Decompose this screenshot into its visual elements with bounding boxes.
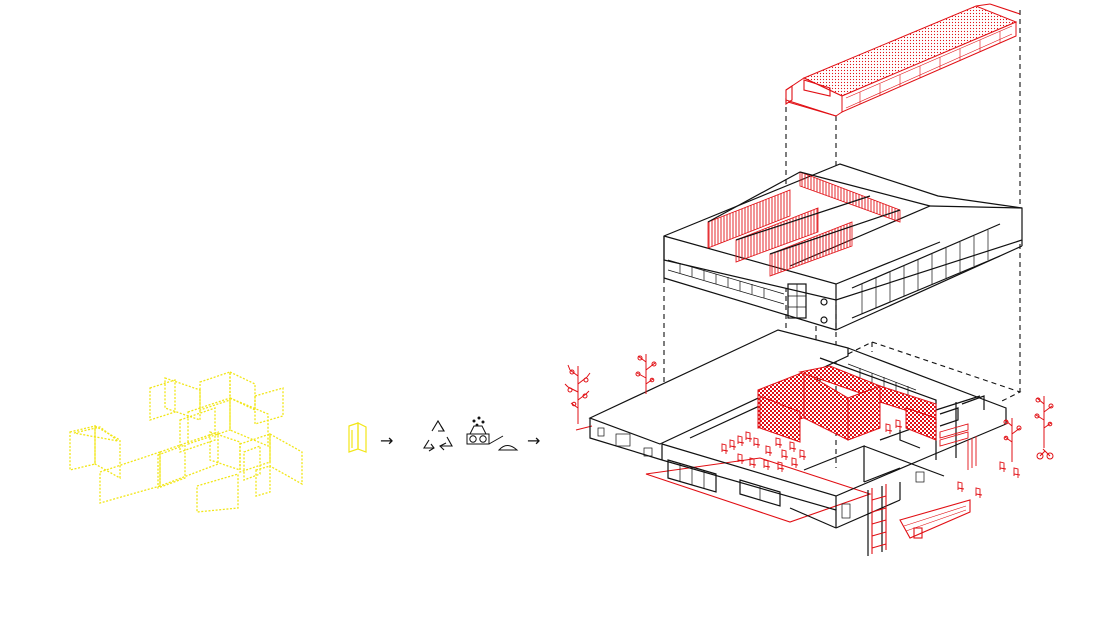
exterior-stair	[867, 484, 923, 556]
bicycle-icon	[1036, 448, 1054, 460]
yellow-wall-panel	[149, 370, 256, 421]
roof-extension-module	[785, 3, 1021, 117]
roof-window-strip	[845, 25, 1013, 109]
yellow-wall-panel	[179, 397, 269, 471]
yellow-wall-panel	[99, 431, 219, 504]
ground-floor-volume	[575, 329, 1021, 556]
yellow-wall-panel	[196, 473, 239, 513]
upper-window-band	[667, 259, 785, 305]
trees	[564, 354, 1054, 462]
yellow-wall-panel	[239, 387, 303, 497]
process-sequence: → →	[348, 416, 540, 453]
process-arrow: →	[527, 431, 540, 450]
red-brick-walls	[757, 365, 937, 443]
upper-floor-volume	[663, 163, 1023, 331]
tree-icon	[564, 364, 591, 424]
crusher-machine-icon	[466, 416, 519, 451]
door-panel-icon	[348, 422, 367, 453]
tree-icon	[1034, 396, 1054, 448]
tree-icon	[635, 354, 657, 394]
recycle-icon	[423, 419, 453, 452]
skylight-bays	[707, 171, 931, 277]
red-furniture	[721, 419, 1021, 498]
process-arrow: →	[380, 431, 393, 450]
upper-facade-windows	[787, 223, 1001, 324]
demolished-walls-group	[69, 370, 303, 513]
yellow-wall-panel	[69, 424, 121, 480]
tree-icon	[1003, 418, 1022, 462]
